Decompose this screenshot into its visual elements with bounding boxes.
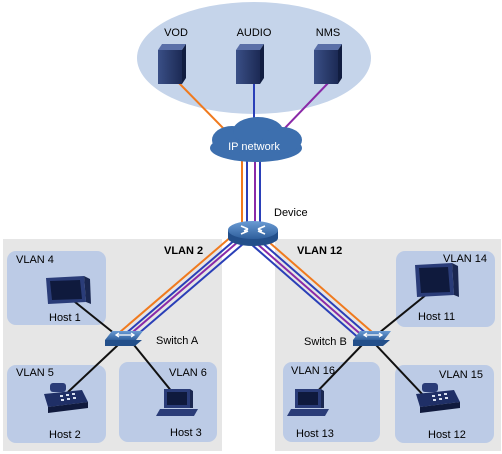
switch-a-label: Switch A — [156, 335, 199, 347]
host2-vlan-label: VLAN 5 — [16, 367, 54, 379]
vod-label: VOD — [164, 27, 188, 39]
nms-label: NMS — [316, 27, 340, 39]
device-switch-links — [119, 235, 373, 341]
host13-vlan-label: VLAN 16 — [291, 365, 335, 377]
host3-pc-icon — [156, 389, 198, 416]
cloud-label: IP network — [228, 141, 280, 153]
host11-name-label: Host 11 — [418, 311, 455, 323]
left-link-vlan-label: VLAN 2 — [164, 245, 203, 257]
switch-b-label: Switch B — [304, 336, 347, 348]
host13-name-label: Host 13 — [296, 428, 334, 440]
audio-label: AUDIO — [237, 27, 272, 39]
nms-server-icon — [314, 44, 342, 84]
host12-phone-icon — [416, 383, 460, 413]
host3-vlan-label: VLAN 6 — [169, 367, 207, 379]
host12-vlan-label: VLAN 15 — [439, 369, 483, 381]
audio-server-icon — [236, 44, 264, 84]
switch-b-icon — [353, 331, 391, 346]
host12-name-label: Host 12 — [428, 429, 466, 441]
host3-name-label: Host 3 — [170, 427, 202, 439]
device-label: Device — [274, 207, 308, 219]
switch-a-icon — [105, 331, 143, 346]
cloud-device-links — [241, 160, 261, 222]
host11-monitor-icon — [415, 263, 459, 297]
host1-vlan-label: VLAN 4 — [16, 254, 54, 266]
vod-server-icon — [158, 44, 186, 84]
host2-phone-icon — [44, 383, 88, 413]
cloud-icon — [210, 117, 302, 162]
host2-name-label: Host 2 — [49, 429, 81, 441]
host1-monitor-icon — [46, 276, 91, 304]
right-link-vlan-label: VLAN 12 — [297, 245, 342, 257]
host11-vlan-label: VLAN 14 — [443, 253, 487, 265]
host1-name-label: Host 1 — [49, 312, 81, 324]
host13-pc-icon — [287, 389, 329, 416]
core-device-icon — [228, 221, 278, 246]
host-box-host13 — [283, 362, 380, 442]
server-links — [175, 79, 332, 130]
